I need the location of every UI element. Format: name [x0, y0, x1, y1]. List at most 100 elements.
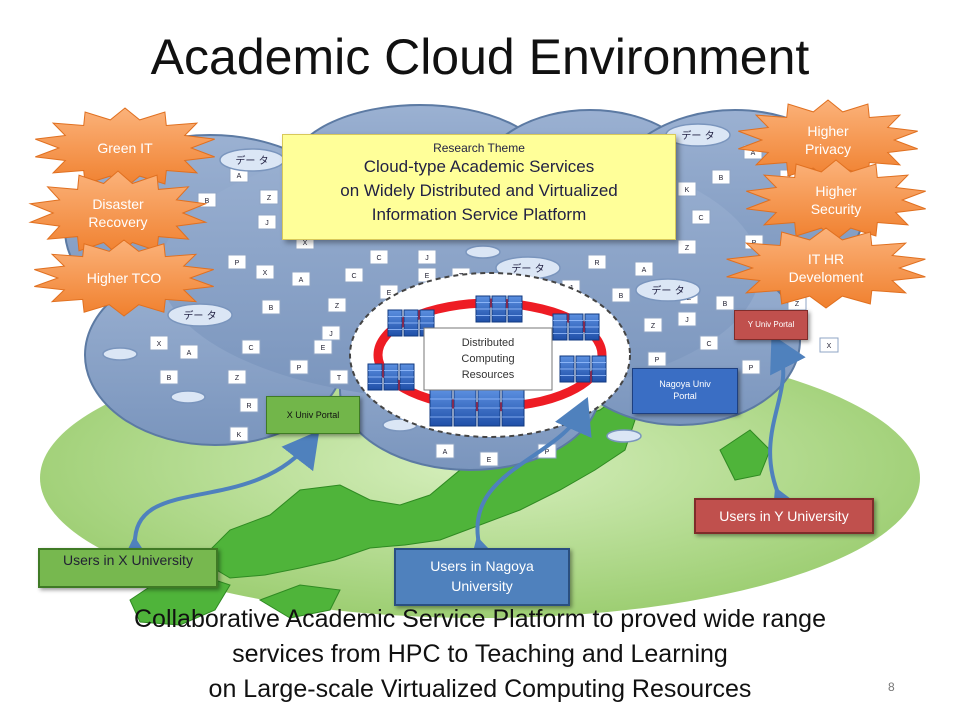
- tile: X: [819, 337, 839, 353]
- svg-text:K: K: [685, 187, 690, 194]
- svg-text:E: E: [487, 457, 492, 464]
- svg-text:B: B: [167, 375, 172, 382]
- svg-text:Higher: Higher: [815, 183, 857, 199]
- research-theme-label: Research Theme: [433, 141, 525, 155]
- server-rack: [559, 355, 607, 383]
- svg-text:IT HR: IT HR: [808, 251, 844, 267]
- tile: C: [241, 339, 261, 355]
- users-y-university: Users in Y University: [694, 498, 874, 534]
- users-x-university: Users in X University: [38, 548, 218, 588]
- svg-text:デー タ: デー タ: [235, 154, 268, 167]
- tile: Z: [327, 297, 347, 313]
- svg-text:デー タ: デー タ: [511, 262, 544, 275]
- caption-line: services from HPC to Teaching and Learni…: [232, 640, 728, 668]
- server-rack: [552, 313, 600, 341]
- data-disk: [465, 245, 501, 259]
- tile: B: [711, 169, 731, 185]
- svg-text:B: B: [719, 175, 724, 182]
- svg-text:C: C: [706, 341, 711, 348]
- svg-text:デー タ: デー タ: [183, 309, 216, 322]
- svg-text:A: A: [751, 150, 756, 157]
- svg-text:E: E: [321, 345, 326, 352]
- tile: Z: [643, 317, 663, 333]
- svg-text:P: P: [749, 365, 754, 372]
- tile: E: [479, 451, 499, 467]
- caption-line: on Large-scale Virtualized Computing Res…: [208, 675, 752, 703]
- svg-text:C: C: [698, 215, 703, 222]
- tile: X: [255, 264, 275, 280]
- server-rack: [475, 295, 523, 323]
- svg-text:Z: Z: [235, 375, 240, 382]
- tile: B: [611, 287, 631, 303]
- svg-text:Z: Z: [267, 195, 272, 202]
- svg-text:P: P: [297, 365, 302, 372]
- page-number: 8: [888, 680, 895, 694]
- svg-text:B: B: [619, 293, 624, 300]
- data-disk: デー タ: [219, 148, 285, 172]
- tile: X: [149, 335, 169, 351]
- tile: J: [257, 214, 277, 230]
- bottom-caption: Collaborative Academic Service Platform …: [0, 602, 960, 707]
- tile: B: [261, 299, 281, 315]
- svg-text:X: X: [303, 240, 308, 247]
- tile: K: [229, 426, 249, 442]
- svg-text:Z: Z: [795, 301, 800, 308]
- tile: C: [344, 267, 364, 283]
- center-label-line1: Distributed: [462, 337, 515, 349]
- center-label-line3: Resources: [462, 369, 515, 381]
- svg-text:T: T: [337, 375, 342, 382]
- svg-text:A: A: [187, 350, 192, 357]
- starburst-left: Green IT: [35, 107, 215, 189]
- starburst-left: Higher TCO: [34, 239, 214, 317]
- y-portal-label: Y Univ Portal: [747, 320, 795, 329]
- svg-text:K: K: [237, 432, 242, 439]
- tile: C: [369, 249, 389, 265]
- center-label-line2: Computing: [461, 353, 514, 365]
- svg-text:J: J: [265, 220, 269, 227]
- tile: R: [239, 397, 259, 413]
- users-nagoya-university: Users in Nagoya University: [394, 548, 570, 606]
- svg-text:P: P: [655, 357, 660, 364]
- tile: Z: [677, 239, 697, 255]
- data-disk: [382, 418, 418, 432]
- svg-text:デー タ: デー タ: [681, 129, 714, 142]
- svg-text:Disaster: Disaster: [92, 196, 144, 212]
- svg-text:X: X: [827, 343, 832, 350]
- data-disk: [170, 390, 206, 404]
- x-portal-label: X Univ Portal: [286, 410, 340, 420]
- svg-text:C: C: [376, 255, 381, 262]
- arrows: [116, 334, 808, 577]
- tile: C: [699, 335, 719, 351]
- svg-text:A: A: [237, 173, 242, 180]
- nagoya-portal-label: Nagoya Univ Portal: [659, 379, 711, 401]
- tile: R: [587, 254, 607, 270]
- svg-text:J: J: [685, 317, 689, 324]
- server-rack: [367, 363, 415, 391]
- tile: Z: [227, 369, 247, 385]
- tile: A: [634, 261, 654, 277]
- tile: A: [291, 271, 311, 287]
- svg-text:E: E: [425, 273, 430, 280]
- svg-text:C: C: [248, 345, 253, 352]
- tile: J: [321, 325, 341, 341]
- page-title: Academic Cloud Environment: [150, 29, 810, 85]
- tile: B: [715, 295, 735, 311]
- data-disk: [606, 429, 642, 443]
- svg-text:J: J: [329, 331, 333, 338]
- center-label-box: [423, 327, 553, 391]
- svg-text:Higher TCO: Higher TCO: [87, 270, 162, 286]
- tile: E: [417, 267, 437, 283]
- research-theme-line: Information Service Platform: [371, 205, 587, 224]
- svg-text:A: A: [299, 277, 304, 284]
- svg-text:E: E: [387, 290, 392, 297]
- svg-text:C: C: [351, 273, 356, 280]
- svg-text:Green IT: Green IT: [97, 140, 153, 156]
- tile: Z: [259, 189, 279, 205]
- svg-text:B: B: [723, 301, 728, 308]
- research-theme-line: on Widely Distributed and Virtualized: [340, 181, 618, 200]
- tile: P: [741, 359, 761, 375]
- svg-text:A: A: [443, 449, 448, 456]
- users-nagoya-label: Users in Nagoya University: [430, 558, 534, 594]
